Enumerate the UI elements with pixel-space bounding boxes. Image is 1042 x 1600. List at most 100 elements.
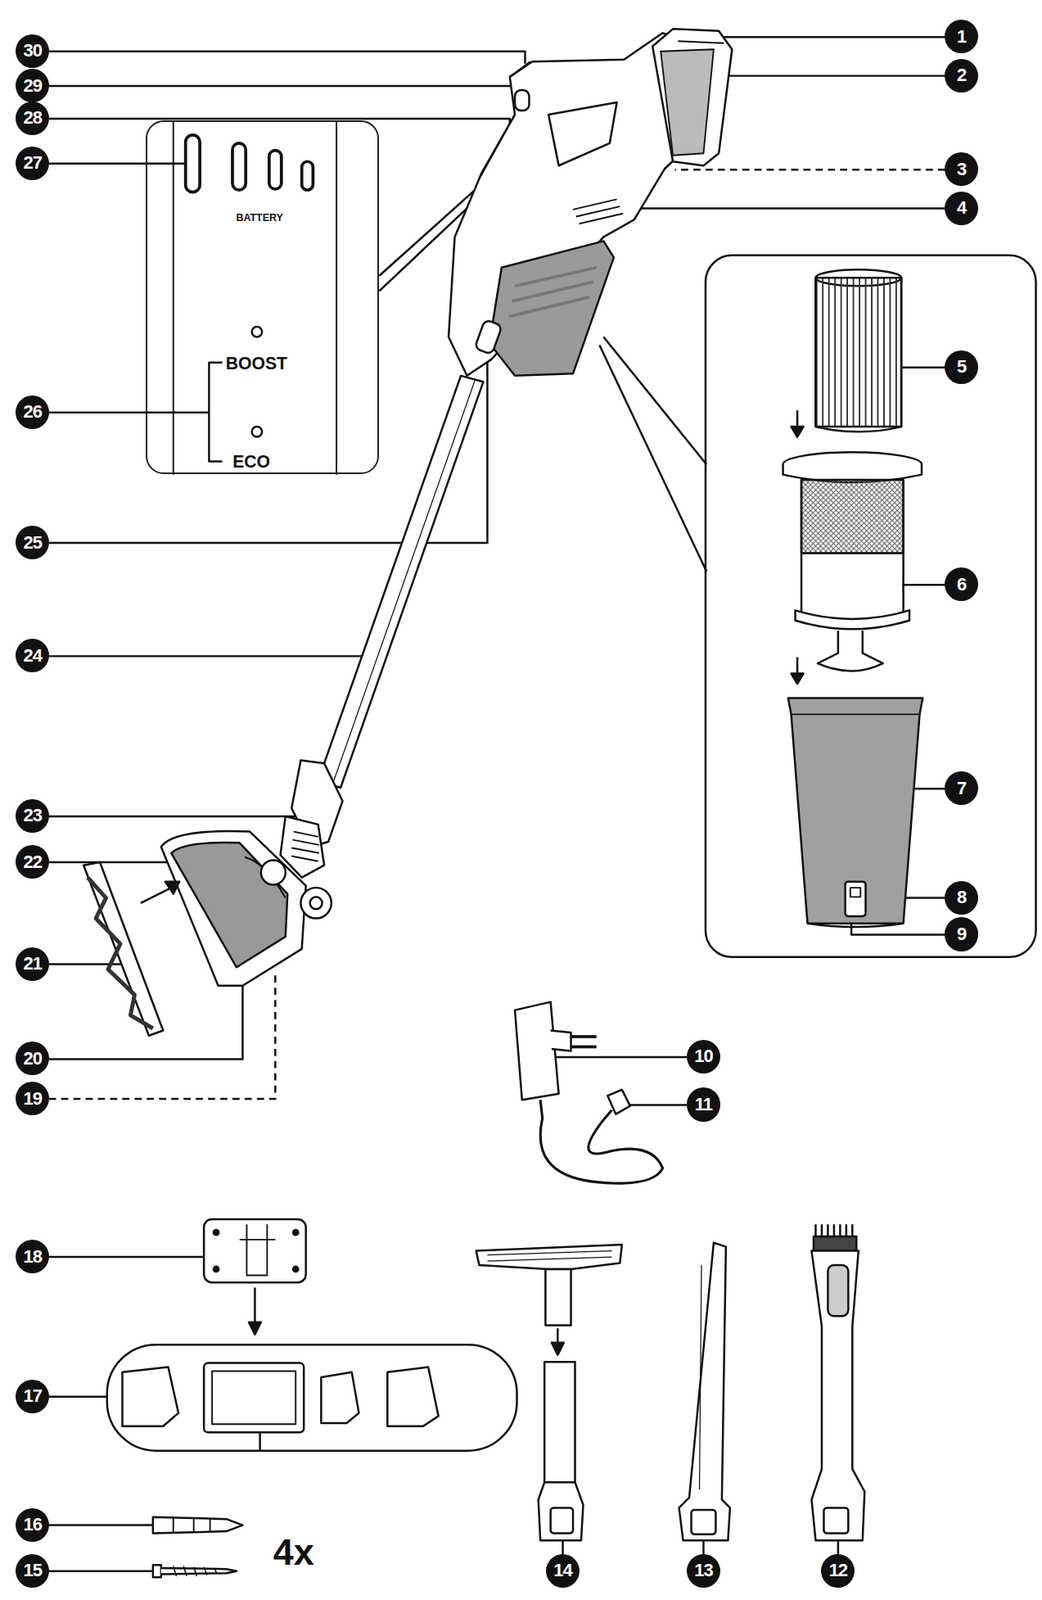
upholstery-tool bbox=[538, 1481, 584, 1540]
brush-tool bbox=[815, 1223, 853, 1236]
brush-roll bbox=[87, 877, 154, 1029]
handle-body bbox=[448, 32, 716, 376]
callout-number: 9 bbox=[944, 916, 979, 951]
accessory-holder bbox=[107, 1344, 518, 1451]
wall-mount bbox=[213, 1266, 219, 1272]
arrow bbox=[791, 426, 804, 437]
callout-text: 5 bbox=[956, 356, 966, 378]
callout-text: 1 bbox=[956, 26, 966, 48]
battery-indicator bbox=[335, 120, 338, 474]
callout-text: 24 bbox=[23, 645, 42, 667]
wall-mount bbox=[239, 1223, 276, 1275]
leader-line bbox=[675, 168, 946, 171]
callout-number: 23 bbox=[15, 798, 50, 833]
leader-line bbox=[49, 815, 325, 817]
dust-container bbox=[845, 881, 867, 916]
brush-roll bbox=[165, 881, 180, 894]
handle-body bbox=[478, 61, 530, 179]
leader-line bbox=[49, 1255, 204, 1258]
wall-plug bbox=[153, 1516, 244, 1534]
filter-6 bbox=[801, 479, 904, 554]
leader-line bbox=[553, 1055, 687, 1058]
leader-line bbox=[910, 787, 945, 790]
leader-line bbox=[49, 1569, 154, 1571]
accessory-holder bbox=[258, 1431, 261, 1450]
zoom-line bbox=[603, 336, 707, 465]
callout-number: 16 bbox=[15, 1507, 50, 1542]
callout-number: 11 bbox=[686, 1087, 721, 1121]
charger bbox=[514, 1001, 560, 1101]
callout-number: 6 bbox=[944, 567, 979, 601]
callout-number: 3 bbox=[944, 152, 979, 186]
crevice-tool bbox=[691, 1509, 717, 1534]
leader-line bbox=[49, 974, 276, 1099]
leader-line bbox=[208, 362, 222, 462]
inset-frame bbox=[705, 255, 1037, 957]
callout-text: 14 bbox=[553, 1559, 572, 1581]
leader-line bbox=[902, 583, 945, 586]
battery-pack bbox=[652, 28, 732, 166]
upholstery-tool bbox=[487, 1250, 612, 1261]
callout-text: 19 bbox=[23, 1087, 42, 1110]
floor-nozzle bbox=[291, 831, 320, 862]
brush-tool bbox=[811, 1223, 865, 1540]
handle-body bbox=[572, 198, 623, 224]
callout-text: 23 bbox=[23, 804, 42, 826]
wall-mount bbox=[248, 1321, 262, 1335]
quantity-label: 4x bbox=[273, 1530, 315, 1574]
callout-number: 10 bbox=[686, 1039, 721, 1074]
indicator-label: BOOST bbox=[225, 353, 288, 374]
arrow bbox=[791, 673, 804, 684]
filter-5 bbox=[815, 277, 902, 432]
brush-tool bbox=[823, 1506, 849, 1533]
floor-nozzle bbox=[244, 857, 286, 898]
zoom-line bbox=[599, 344, 707, 572]
dust-bin bbox=[509, 297, 590, 317]
callout-number: 4 bbox=[944, 191, 979, 226]
handle-body bbox=[448, 32, 716, 376]
dust-container bbox=[791, 712, 921, 715]
accessory-holder bbox=[203, 1362, 304, 1433]
battery-indicator bbox=[252, 426, 262, 437]
callout-text: 6 bbox=[956, 573, 966, 596]
callout-number: 20 bbox=[15, 1041, 50, 1075]
screw bbox=[153, 1564, 162, 1577]
charger bbox=[514, 1001, 664, 1183]
callout-text: 2 bbox=[956, 64, 966, 86]
upholstery-tool bbox=[551, 1342, 564, 1355]
callout-text: 9 bbox=[956, 923, 966, 945]
floor-nozzle bbox=[292, 839, 319, 845]
battery-indicator bbox=[173, 120, 337, 474]
dust-container bbox=[850, 887, 861, 897]
floor-nozzle bbox=[293, 831, 319, 837]
wall-mount bbox=[293, 1266, 298, 1272]
dust-bin bbox=[489, 240, 614, 375]
handle-body bbox=[548, 102, 617, 166]
callout-text: 13 bbox=[694, 1559, 713, 1581]
callout-number: 27 bbox=[15, 146, 50, 181]
leader-line bbox=[49, 654, 380, 657]
callout-text: 7 bbox=[956, 777, 966, 799]
dust-container bbox=[788, 697, 923, 927]
screw bbox=[153, 1564, 237, 1577]
leader-line bbox=[49, 861, 186, 863]
charger bbox=[540, 1099, 663, 1183]
floor-nozzle bbox=[171, 842, 288, 967]
callout-number: 29 bbox=[15, 68, 50, 103]
leader-line bbox=[49, 51, 526, 64]
floor-nozzle bbox=[161, 830, 307, 986]
callout-text: 16 bbox=[23, 1513, 42, 1535]
callout-number: 17 bbox=[15, 1379, 50, 1413]
callout-number: 5 bbox=[944, 350, 979, 384]
tube bbox=[318, 375, 484, 788]
charger bbox=[571, 1034, 597, 1038]
accessory-holder bbox=[121, 1366, 179, 1426]
filter-5 bbox=[815, 269, 902, 432]
callout-number: 28 bbox=[15, 101, 50, 136]
battery-indicator bbox=[252, 326, 262, 337]
upholstery-tool bbox=[476, 1244, 623, 1269]
screw bbox=[173, 1565, 218, 1575]
crevice-tool bbox=[699, 1264, 701, 1489]
wall-mount bbox=[203, 1218, 307, 1282]
